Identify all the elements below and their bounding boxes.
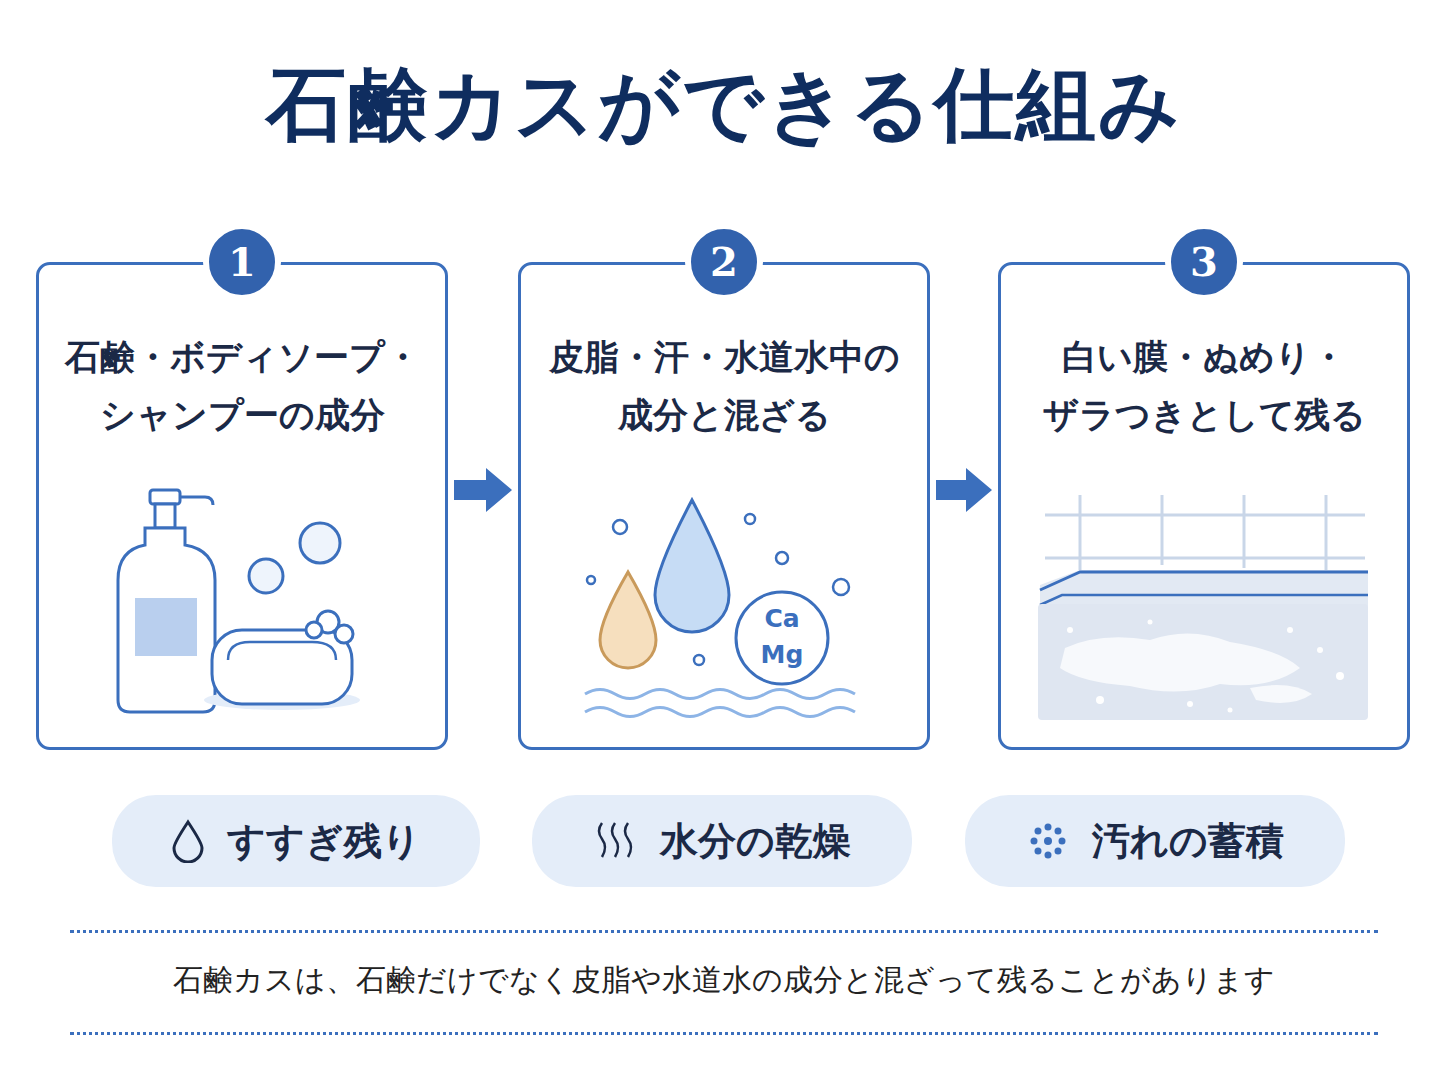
residue-illustration [1038,495,1368,720]
flow-arrow [936,468,992,512]
diagram-title: 石鹸カスができる仕組み [0,52,1448,160]
factor-pill: すすぎ残り [112,795,480,887]
ion-label: Ca [752,606,812,631]
step-text: 白い膜・ぬめり・ ザラつきとして残る [1015,329,1393,445]
callout-number: 2 [710,242,738,282]
factor-icon [594,819,638,863]
step-box: 白い膜・ぬめり・ ザラつきとして残る3 [998,262,1410,750]
callout-number: 1 [228,242,256,282]
factor-text: すすぎ残り [227,816,421,867]
ion-label: Mg [752,642,812,667]
step-text: 石鹸・ボディソープ・ シャンプーの成分 [53,329,431,445]
dotted-rule [70,1032,1378,1035]
factor-icon [1026,819,1070,863]
factor-text: 汚れの蓄積 [1092,816,1284,867]
mixing-illustration [585,500,855,717]
step-number-circle: 2 [685,223,763,301]
step-box: 皮脂・汗・水道水中の 成分と混ざる2 [518,262,930,750]
step-text: 皮脂・汗・水道水中の 成分と混ざる [535,329,913,445]
factor-pill: 水分の乾燥 [532,795,912,887]
soap-illustration [118,490,360,712]
step-number-circle: 1 [203,223,281,301]
step-number-circle: 3 [1165,223,1243,301]
flow-arrow [454,468,512,512]
factor-icon [171,819,205,863]
step-box: 石鹸・ボディソープ・ シャンプーの成分1 [36,262,448,750]
factor-pill: 汚れの蓄積 [965,795,1345,887]
diagram-caption: 石鹸カスは、石鹸だけでなく皮脂や水道水の成分と混ざって残ることがあります [0,960,1448,1001]
factor-text: 水分の乾燥 [660,816,851,867]
dotted-rule [70,930,1378,933]
callout-number: 3 [1190,242,1218,282]
